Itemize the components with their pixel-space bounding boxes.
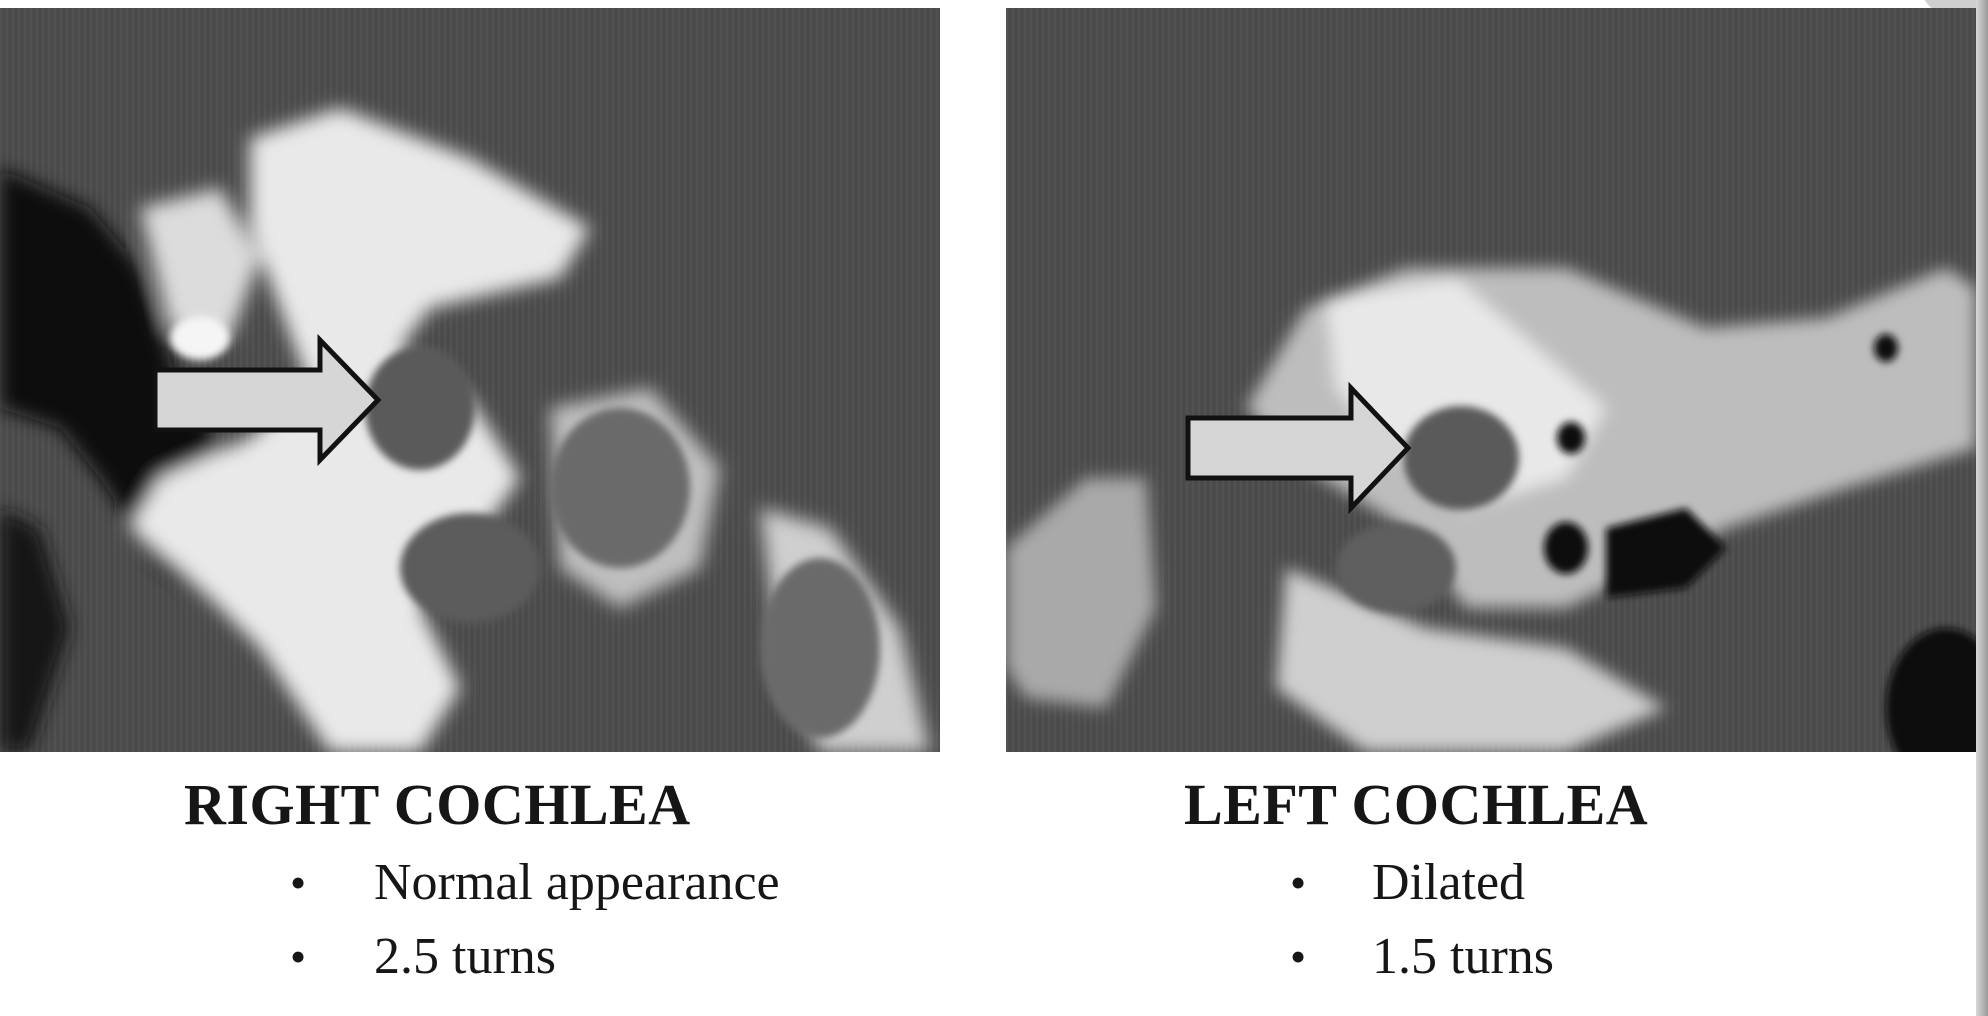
ct-image-left-cochlea xyxy=(1006,8,1976,752)
list-item: • Normal appearance xyxy=(184,846,804,920)
right-edge-shadow xyxy=(1976,0,1988,1016)
list-item: • 1.5 turns xyxy=(1184,920,1804,994)
findings-list: • Normal appearance • 2.5 turns xyxy=(184,846,804,994)
finding-text: Normal appearance xyxy=(374,854,780,911)
finding-text: 1.5 turns xyxy=(1372,928,1554,985)
caption-title: LEFT COCHLEA xyxy=(1184,772,1649,837)
bullet-icon: • xyxy=(1290,931,1307,982)
caption-right-cochlea: RIGHT COCHLEA • Normal appearance • 2.5 … xyxy=(184,770,804,994)
list-item: • 2.5 turns xyxy=(184,920,804,994)
arrow-right-icon xyxy=(152,333,382,467)
caption-left-cochlea: LEFT COCHLEA • Dilated • 1.5 turns xyxy=(1184,770,1804,994)
bullet-icon: • xyxy=(290,857,307,908)
ct-image-right-cochlea xyxy=(0,8,940,752)
findings-list: • Dilated • 1.5 turns xyxy=(1184,846,1804,994)
finding-text: 2.5 turns xyxy=(374,928,556,985)
ct-scan-right xyxy=(0,8,940,752)
bullet-icon: • xyxy=(1290,857,1307,908)
caption-title: RIGHT COCHLEA xyxy=(184,772,691,837)
arrow-right-icon xyxy=(1185,381,1412,515)
finding-text: Dilated xyxy=(1372,854,1526,911)
ct-scan-left xyxy=(1006,8,1976,752)
list-item: • Dilated xyxy=(1184,846,1804,920)
bullet-icon: • xyxy=(290,931,307,982)
